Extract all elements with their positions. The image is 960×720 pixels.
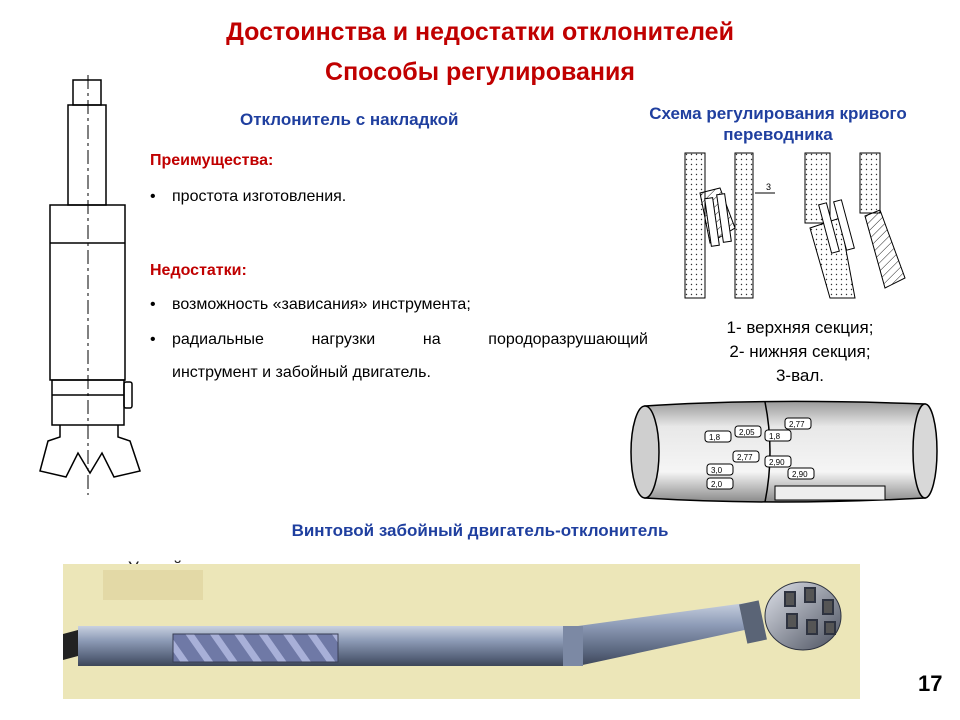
dial-label: 2,0 [711,480,723,489]
dial-label: 2,90 [792,470,808,479]
right-heading: Схема регулирования кривого переводника [608,103,948,145]
bullet-icon: • [150,331,156,348]
dial-label: 2,77 [737,453,753,462]
disadvantage-item: • возможность «зависания» инструмента; [150,296,471,314]
scheme-legend: 1- верхняя секция; 2- нижняя секция; 3-в… [690,318,910,390]
disadvantages-label: Недостатки: [150,262,247,279]
bottom-heading: Винтовой забойный двигатель-отклонитель [291,521,669,540]
legend-item-2: 2- нижняя секция; [729,342,871,361]
bullet-icon: • [150,296,156,313]
disadvantage-text: возможность «зависания» инструмента; [172,296,471,313]
slide-subtitle: Способы регулирования [325,58,635,86]
calibrated-sub-drawing: 2,77 2,05 1,8 2,77 2,90 2,90 3,0 2,0 1,8 [630,400,938,503]
screw-motor-photo [63,564,860,699]
slide-title: Достоинства и недостатки отклонителей [226,18,734,46]
left-heading: Отклонитель с накладкой [240,110,459,129]
dial-label: 1,8 [769,432,781,441]
adjustment-scheme-drawing: 3 [684,152,906,299]
bullet-icon: • [150,188,156,205]
disadvantage-text-continued: инструмент и забойный двигатель. [172,364,431,381]
legend-item-3: 3-вал. [775,366,825,385]
dial-label: 2,05 [739,428,755,437]
advantage-item: • простота изготовления. [150,188,346,206]
advantage-text: простота изготовления. [172,188,347,205]
scheme-label-3: 3 [766,182,771,192]
legend-item-1: 1- верхняя секция; [726,318,874,337]
dial-label: 2,90 [769,458,785,467]
disadvantage-item: • радиальные нагрузки на породоразрушающи… [150,331,650,349]
right-heading-line2: переводника [723,125,833,144]
disadvantage-text: радиальные нагрузки на породоразрушающий [172,331,648,348]
advantages-label: Преимущества: [150,152,274,169]
dial-label: 2,77 [789,420,805,429]
dial-label: 1,8 [709,433,721,442]
page-number: 17 [918,671,943,696]
dial-label: 3,0 [711,466,723,475]
right-heading-line1: Схема регулирования кривого [649,104,907,123]
deflector-drawing [39,75,141,495]
